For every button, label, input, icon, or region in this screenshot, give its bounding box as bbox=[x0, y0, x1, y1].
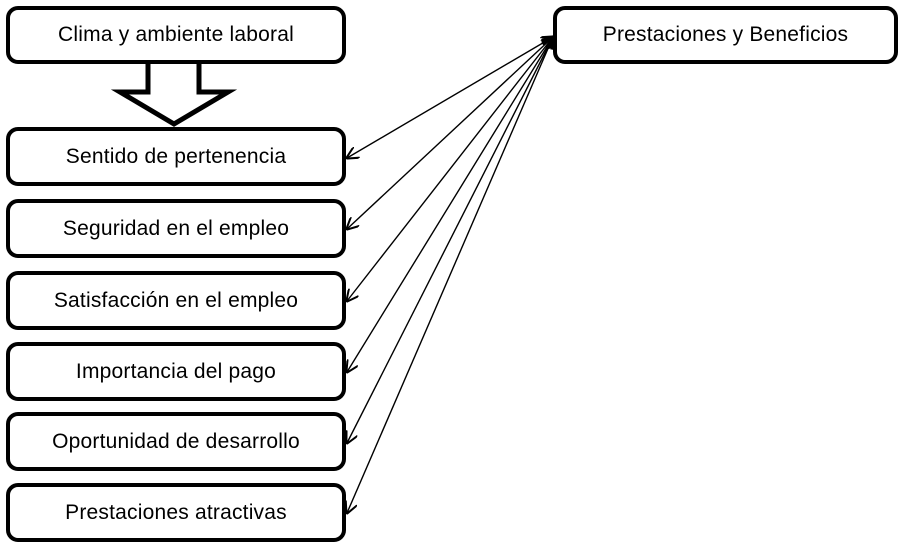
node-label: Prestaciones atractivas bbox=[65, 500, 287, 524]
node-label: Importancia del pago bbox=[75, 359, 277, 383]
node-seguridad-en-el-empleo[interactable]: Seguridad en el empleo bbox=[6, 199, 346, 258]
connector-importancia-del-pago bbox=[347, 37, 553, 372]
node-label: Oportunidad de desarrollo bbox=[52, 429, 300, 453]
node-label: Clima y ambiente laboral bbox=[58, 23, 294, 47]
connector-sentido-de-pertenencia bbox=[347, 37, 553, 158]
node-prestaciones-y-beneficios[interactable]: Prestaciones y Beneficios bbox=[553, 6, 898, 64]
node-prestaciones-atractivas[interactable]: Prestaciones atractivas bbox=[6, 483, 346, 542]
down-block-arrow bbox=[110, 57, 238, 127]
node-satisfaccion-en-el-empleo[interactable]: Satisfacción en el empleo bbox=[6, 271, 346, 330]
node-sentido-de-pertenencia[interactable]: Sentido de pertenencia bbox=[6, 127, 346, 186]
connector-seguridad-en-el-empleo bbox=[347, 37, 553, 229]
connector-satisfaccion-en-el-empleo bbox=[347, 37, 553, 301]
node-label: Seguridad en el empleo bbox=[62, 216, 290, 240]
node-oportunidad-de-desarrollo[interactable]: Oportunidad de desarrollo bbox=[6, 412, 346, 471]
node-label: Satisfacción en el empleo bbox=[53, 288, 299, 312]
node-clima-y-ambiente-laboral[interactable]: Clima y ambiente laboral bbox=[6, 6, 346, 64]
node-importancia-del-pago[interactable]: Importancia del pago bbox=[6, 342, 346, 401]
node-label: Prestaciones y Beneficios bbox=[602, 23, 849, 47]
node-label: Sentido de pertenencia bbox=[65, 144, 287, 168]
connector-oportunidad-de-desarrollo bbox=[347, 37, 553, 443]
connector-prestaciones-atractivas bbox=[347, 37, 553, 513]
